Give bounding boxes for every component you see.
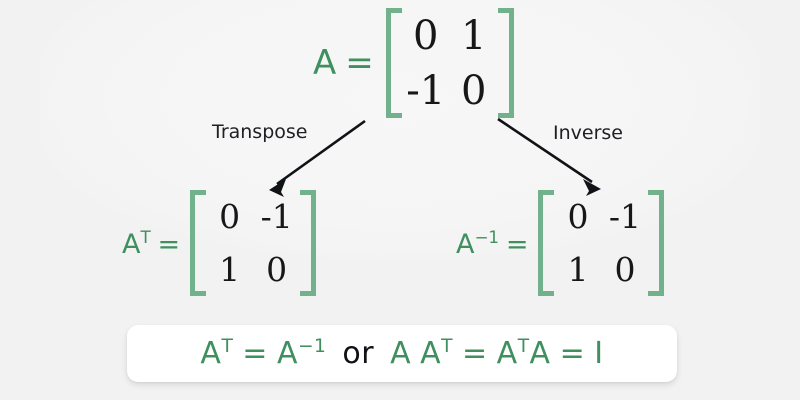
- formula-p2-a2-sup: T: [441, 336, 454, 357]
- matrix-a-equals: =: [345, 43, 374, 83]
- matrix-at-cell-1-1: 0: [266, 250, 288, 289]
- matrix-a-transpose-grid: 0 -1 1 0: [206, 190, 300, 296]
- formula-p1-a-sup: T: [221, 336, 234, 357]
- formula-p2-a1: A: [390, 336, 412, 371]
- matrix-a-cell-1-0: -1: [406, 67, 446, 114]
- formula-p2-equals-1: =: [462, 336, 488, 371]
- left-bracket-icon: [385, 8, 402, 118]
- formula-part1: AT=A−1: [200, 336, 327, 371]
- matrix-at-cell-0-1: -1: [260, 197, 293, 236]
- matrix-a-inverse-label: A−1 =: [456, 226, 529, 260]
- left-bracket-icon: [538, 190, 555, 296]
- matrix-a-brackets: 0 1 -1 0: [385, 8, 514, 118]
- matrix-ainv-cell-0-0: 0: [567, 197, 589, 236]
- formula-p1-b: A: [276, 336, 298, 371]
- matrix-a-inverse-brackets: 0 -1 1 0: [538, 190, 665, 296]
- right-bracket-icon: [648, 190, 665, 296]
- matrix-at-cell-0-0: 0: [219, 197, 241, 236]
- matrix-a-inverse-group: A−1 = 0 -1 1 0: [456, 190, 665, 296]
- matrix-a-inverse-grid: 0 -1 1 0: [554, 190, 648, 296]
- matrix-a-transpose-group: AT = 0 -1 1 0: [122, 190, 317, 296]
- matrix-a-inverse-label-sup: −1: [474, 226, 499, 247]
- inverse-label: Inverse: [553, 122, 623, 144]
- formula-connector: or: [342, 336, 375, 371]
- matrix-a-transpose-equals: =: [157, 228, 181, 260]
- matrix-a-transpose-label: AT =: [122, 226, 181, 260]
- left-bracket-icon: [190, 190, 207, 296]
- formula-p1-equals: =: [242, 336, 268, 371]
- matrix-a-label: A=: [313, 46, 374, 80]
- matrix-a-group: A= 0 1 -1 0: [313, 8, 514, 118]
- right-bracket-icon: [300, 190, 317, 296]
- matrix-a-transpose-brackets: 0 -1 1 0: [190, 190, 317, 296]
- matrix-a-inverse-label-base: A: [456, 228, 475, 260]
- right-bracket-icon: [497, 8, 514, 118]
- matrix-a-grid: 0 1 -1 0: [402, 8, 498, 118]
- formula-p2-identity: I: [594, 336, 604, 371]
- matrix-a-cell-0-0: 0: [413, 12, 439, 59]
- matrix-ainv-cell-1-0: 1: [567, 250, 589, 289]
- transpose-label: Transpose: [212, 121, 308, 143]
- formula-p2-a4: A: [529, 336, 551, 371]
- matrix-a-cell-0-1: 1: [461, 12, 487, 59]
- matrix-a-transpose-label-sup: T: [140, 226, 151, 247]
- formula-p2-a3: A: [496, 336, 518, 371]
- matrix-a-cell-1-1: 0: [461, 67, 487, 114]
- matrix-ainv-cell-0-1: -1: [608, 197, 642, 236]
- formula-p2-a3-sup: T: [517, 336, 530, 357]
- matrix-a-transpose-label-base: A: [122, 228, 141, 260]
- formula-p1-b-sup: −1: [297, 336, 327, 357]
- matrix-a-label-base: A: [313, 43, 337, 83]
- formula-p1-a: A: [200, 336, 222, 371]
- matrix-a-inverse-equals: =: [505, 228, 529, 260]
- formula-p2-equals-2: =: [559, 336, 586, 371]
- formula-p2-a2: A: [420, 336, 442, 371]
- matrix-ainv-cell-1-1: 0: [614, 250, 636, 289]
- matrix-at-cell-1-0: 1: [219, 250, 241, 289]
